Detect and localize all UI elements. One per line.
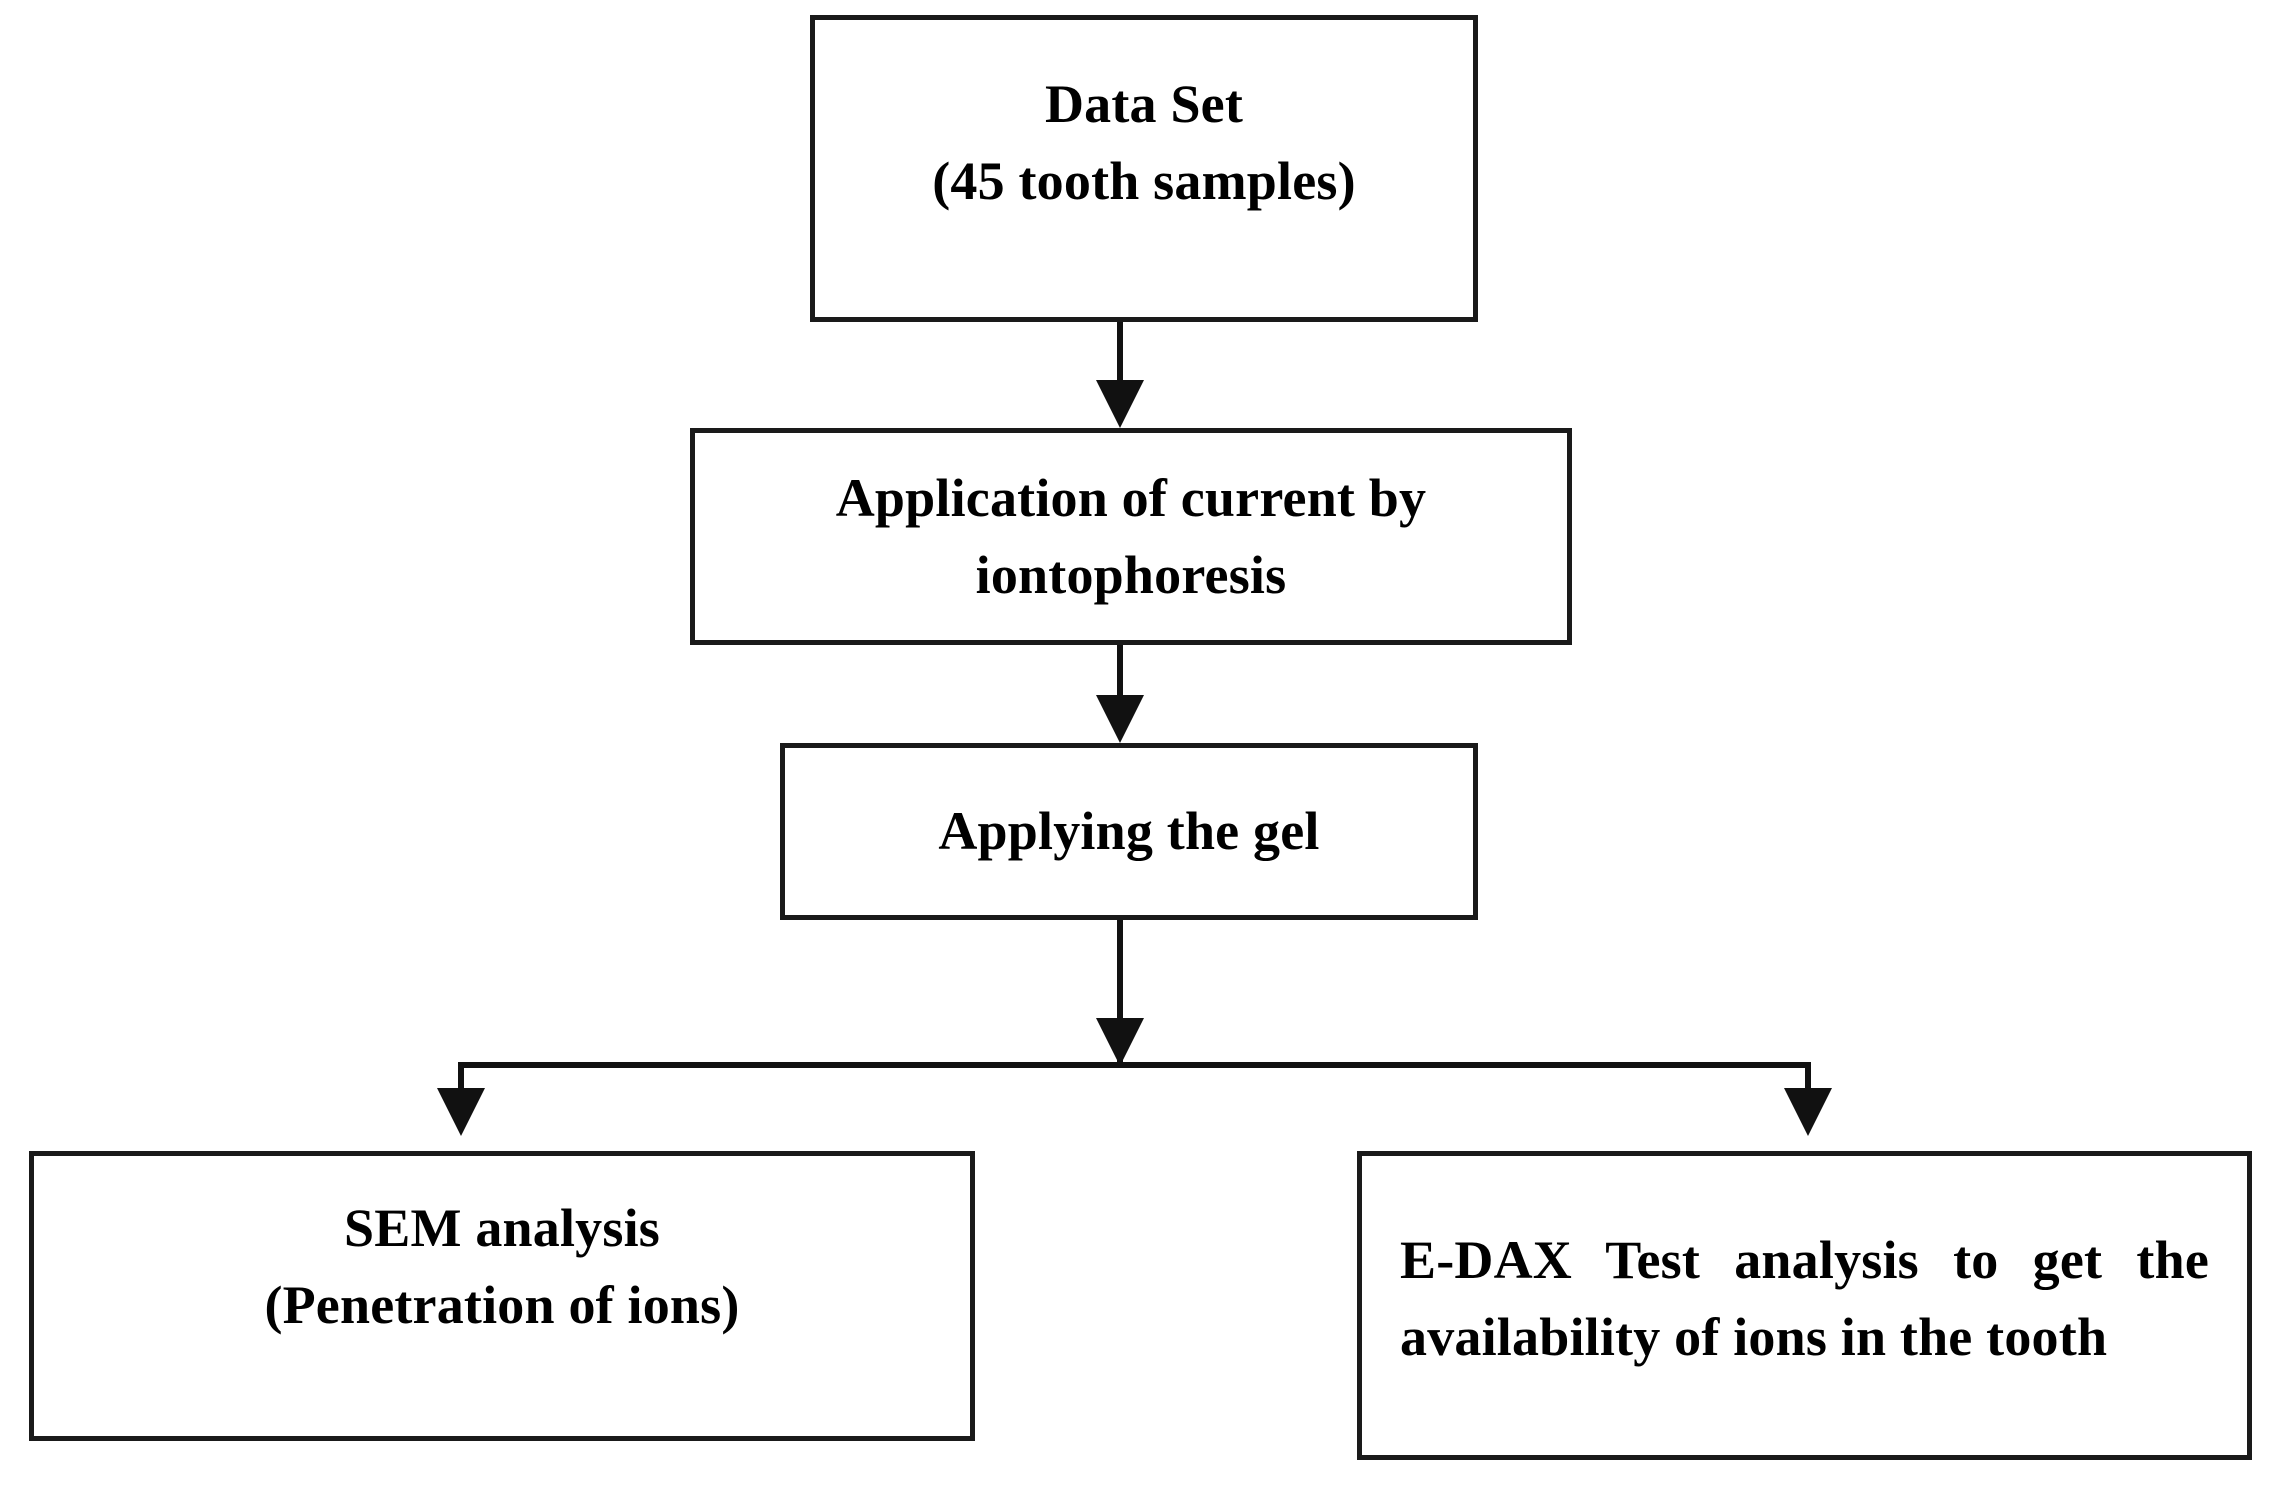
data-set-node-text: Data Set (45 tooth samples) [815, 66, 1473, 271]
application-of-current-line-2: iontophoresis [975, 544, 1287, 605]
data-set-line-1: Data Set [1044, 73, 1244, 134]
applying-the-gel-node-text: Applying the gel [785, 793, 1473, 870]
application-of-current-line-1: Application of current by [835, 467, 1427, 528]
connector-split-to-sem-arrowhead-icon [437, 1088, 485, 1136]
connector-current-to-gel-line [1117, 645, 1123, 701]
sem-analysis-node-text: SEM analysis (Penetration of ions) [34, 1190, 970, 1401]
applying-the-gel-line-1: Applying the gel [938, 801, 1320, 862]
connector-current-to-gel-arrowhead-icon [1096, 695, 1144, 743]
data-set-node[interactable]: Data Set (45 tooth samples) [810, 15, 1478, 322]
connector-dataset-to-current-arrowhead-icon [1096, 380, 1144, 428]
application-of-current-node[interactable]: Application of current by iontophoresis [690, 428, 1572, 645]
applying-the-gel-node[interactable]: Applying the gel [780, 743, 1478, 920]
sem-analysis-node[interactable]: SEM analysis (Penetration of ions) [29, 1151, 975, 1441]
edax-test-analysis-node[interactable]: E-DAX Test analysis to get the availabil… [1357, 1151, 2252, 1460]
edax-test-analysis-node-text: E-DAX Test analysis to get the availabil… [1400, 1229, 2209, 1367]
sem-analysis-line-2: (Penetration of ions) [264, 1275, 740, 1335]
split-connector-bar [458, 1062, 1811, 1068]
data-set-line-2: (45 tooth samples) [932, 150, 1356, 211]
application-of-current-node-text: Application of current by iontophoresis [695, 460, 1567, 613]
connector-gel-to-split-line [1117, 920, 1123, 1065]
connector-split-to-edax-arrowhead-icon [1784, 1088, 1832, 1136]
connector-dataset-to-current-line [1117, 322, 1123, 386]
sem-analysis-line-1: SEM analysis [344, 1198, 660, 1259]
connector-gel-to-split-arrowhead-icon [1096, 1018, 1144, 1066]
